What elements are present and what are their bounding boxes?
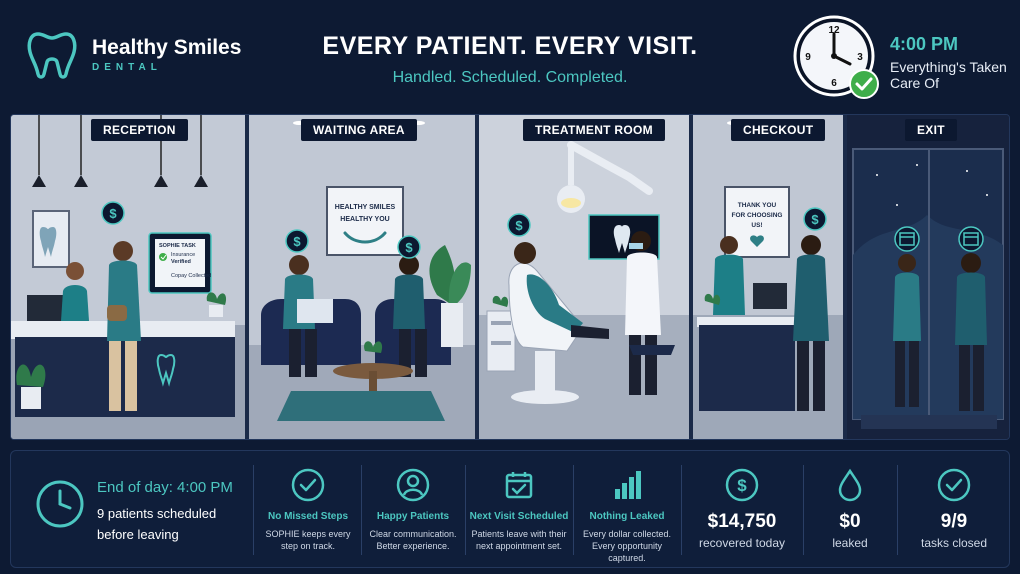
feature-description: Clear communication. Better experience. [369,529,457,551]
clock-number: 3 [857,52,863,63]
bar-chart-icon [615,471,641,499]
end-of-day-title: End of day: 4:00 PM [97,479,233,496]
divider [803,465,804,555]
divider [897,465,898,555]
stat-recovered: $ $14,750 recovered today [683,451,801,569]
stat-value: 9/9 [940,511,968,532]
svg-text:$: $ [293,234,301,249]
panel-label: TREATMENT ROOM [523,119,665,141]
clock-note: Everything's Taken Care Of [890,59,1007,91]
stat-label: leaked [832,536,868,550]
svg-text:$: $ [811,212,819,227]
feature-description: Patients leave with their next appointme… [471,529,567,551]
check-circle-icon [291,468,325,502]
exit-illustration [847,115,1009,439]
end-of-day-summary: End of day: 4:00 PM 9 patients scheduled… [11,451,251,569]
waiting-illustration: HEALTHY SMILES HEALTHY YOU $ $ [249,115,475,439]
panel-label: RECEPTION [91,119,188,141]
brand: Healthy Smiles DENTAL [92,36,241,73]
drop-icon [838,468,862,502]
stat-label: tasks closed [920,536,988,550]
clock-icon: 12 3 6 9 [793,15,879,99]
brand-subtitle: DENTAL [92,62,162,73]
sign-line: FOR CHOOSING [732,212,783,219]
stat-value: $0 [839,511,861,532]
divider [681,465,682,555]
stat-value: $14,750 [707,511,777,532]
treatment-illustration: $ [479,115,689,439]
person-circle-icon [396,468,430,502]
tooth-logo-icon [27,32,77,79]
clock-outline-icon [36,480,84,528]
sophie-task-line: Verified [171,259,191,265]
clock-number: 6 [831,78,837,89]
panel-waiting-area: HEALTHY SMILES HEALTHY YOU $ $ [249,115,475,439]
panel-reception: SOPHIE TASK Insurance Verified Copay Col… [11,115,245,439]
feature-title: Next Visit Scheduled [469,511,569,522]
feature-happy-patients: Happy Patients Clear communication. Bett… [363,451,463,569]
check-circle-icon [937,468,971,502]
panel-treatment-room: $ TREATMENT ROOM [479,115,689,439]
sophie-task-title: SOPHIE TASK [159,243,196,249]
sign-line: THANK YOU [738,202,777,209]
clock-info: 4:00 PM Everything's Taken Care Of [890,34,1010,91]
feature-no-missed-steps: No Missed Steps SOPHIE keeps every step … [257,451,359,569]
calendar-check-icon [505,472,533,499]
panel-label: WAITING AREA [301,119,417,141]
svg-text:$: $ [405,240,413,255]
sophie-task-line: Insurance [171,252,195,258]
divider [253,465,254,555]
svg-text:$: $ [109,206,117,221]
clock-time: 4:00 PM [890,34,959,54]
poster-line: HEALTHY YOU [340,216,389,223]
headline-main: EVERY PATIENT. EVERY VISIT. [322,32,698,60]
feature-next-visit-scheduled: Next Visit Scheduled Patients leave with… [467,451,571,569]
panel-label: CHECKOUT [731,119,826,141]
reception-illustration: SOPHIE TASK Insurance Verified Copay Col… [11,115,245,439]
checkout-illustration: THANK YOU FOR CHOOSING US! $ [693,115,843,439]
divider [573,465,574,555]
feature-title: No Missed Steps [267,511,349,522]
feature-title: Happy Patients [376,511,450,522]
sign-line: US! [751,222,762,229]
feature-description: Every dollar collected. Every opportunit… [582,529,672,563]
svg-text:$: $ [515,218,523,233]
end-of-day-description: 9 patients scheduled before leaving [97,506,217,542]
clock-number: 9 [805,52,811,63]
brand-name: Healthy Smiles [92,36,242,59]
feature-description: SOPHIE keeps every step on track. [265,529,351,551]
panel-exit: EXIT [847,115,1009,439]
sophie-task-line: Copay Collected [171,273,211,279]
poster-line: HEALTHY SMILES [335,204,396,211]
panel-checkout: THANK YOU FOR CHOOSING US! $ CHECKOUT [693,115,843,439]
headline: EVERY PATIENT. EVERY VISIT. Handled. Sch… [300,32,720,87]
panel-label: EXIT [905,119,957,141]
summary-footer: End of day: 4:00 PM 9 patients scheduled… [10,450,1010,568]
stat-tasks-closed: 9/9 tasks closed [899,451,1009,569]
stat-label: recovered today [698,536,786,550]
svg-text:$: $ [737,476,747,495]
header: Healthy Smiles DENTAL EVERY PATIENT. EVE… [0,0,1020,110]
divider [465,465,466,555]
stat-leaked: $0 leaked [805,451,895,569]
feature-nothing-leaked: Nothing Leaked Every dollar collected. E… [575,451,679,569]
clinic-scene: SOPHIE TASK Insurance Verified Copay Col… [10,114,1010,440]
divider [361,465,362,555]
headline-subtitle: Handled. Scheduled. Completed. [392,69,628,86]
clock-number: 12 [828,25,840,36]
dollar-circle-icon: $ [725,468,759,502]
feature-title: Nothing Leaked [589,511,665,522]
